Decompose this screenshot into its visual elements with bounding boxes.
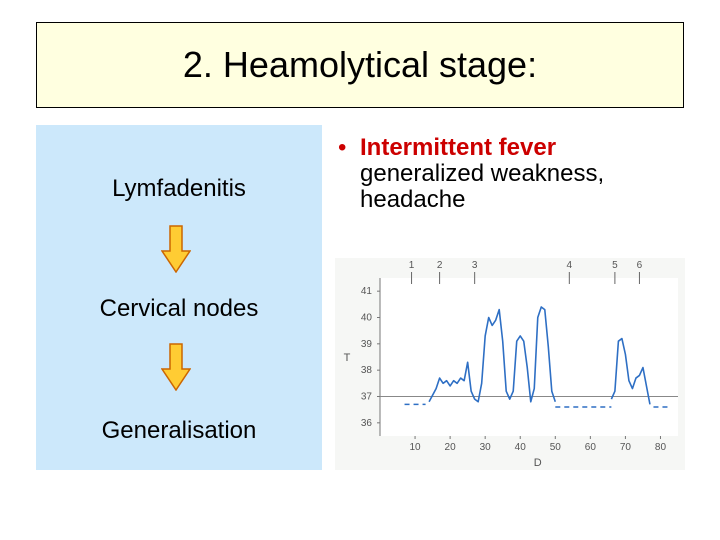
bullet-dot-icon: • [338,134,347,161]
plot-area [380,278,678,436]
y-tick-label: 36 [361,418,373,429]
x-axis-label: D [534,457,542,469]
title-box: 2. Heamolytical stage: [36,22,684,108]
bullet-line: generalized weakness, [360,160,605,187]
y-tick-label: 39 [361,339,373,350]
top-marker-label: 5 [612,260,618,271]
top-marker-label: 2 [437,260,443,271]
flow-step-generalisation: Generalisation [101,417,257,444]
temperature-series-line [428,306,557,403]
x-tick-label: 20 [445,442,457,453]
x-tick-label: 80 [655,442,667,453]
top-marker-label: 3 [472,260,478,271]
top-marker-label: 4 [567,260,573,271]
temperature-chart-svg: 41 40 39 38 37 36 T 10 20 30 40 50 60 70 80D 1 2 3 4 5 6 [335,258,685,470]
top-marker-label: 1 [409,260,415,271]
slide-title: 2. Heamolytical stage: [182,44,538,85]
y-tick-label: 40 [361,313,373,324]
flow-panel: Lymfadenitis Cervical nodes Generalisati… [36,125,322,470]
top-marker-label: 6 [637,260,643,271]
y-tick-label: 38 [361,365,373,376]
down-arrow-icon [161,343,191,391]
y-tick-label: 37 [361,392,373,403]
x-tick-label: 10 [409,442,421,453]
x-tick-label: 60 [585,442,597,453]
x-tick-label: 70 [620,442,632,453]
x-tick-label: 30 [480,442,492,453]
y-axis-label: T [344,352,351,364]
x-tick-label: 50 [550,442,562,453]
flow-step-cervical-nodes: Cervical nodes [99,295,259,322]
down-arrow-icon [161,225,191,273]
bullet-list: • Intermittent fever generalized weaknes… [338,135,708,213]
x-tick-label: 40 [515,442,527,453]
bullet-line: headache [360,186,466,213]
temperature-series-line [610,337,651,405]
bullet-item: • Intermittent fever [338,135,708,161]
y-tick-label: 41 [361,286,373,297]
bullet-heading: Intermittent fever [360,134,557,161]
flow-step-lymfadenitis: Lymfadenitis [112,175,246,202]
